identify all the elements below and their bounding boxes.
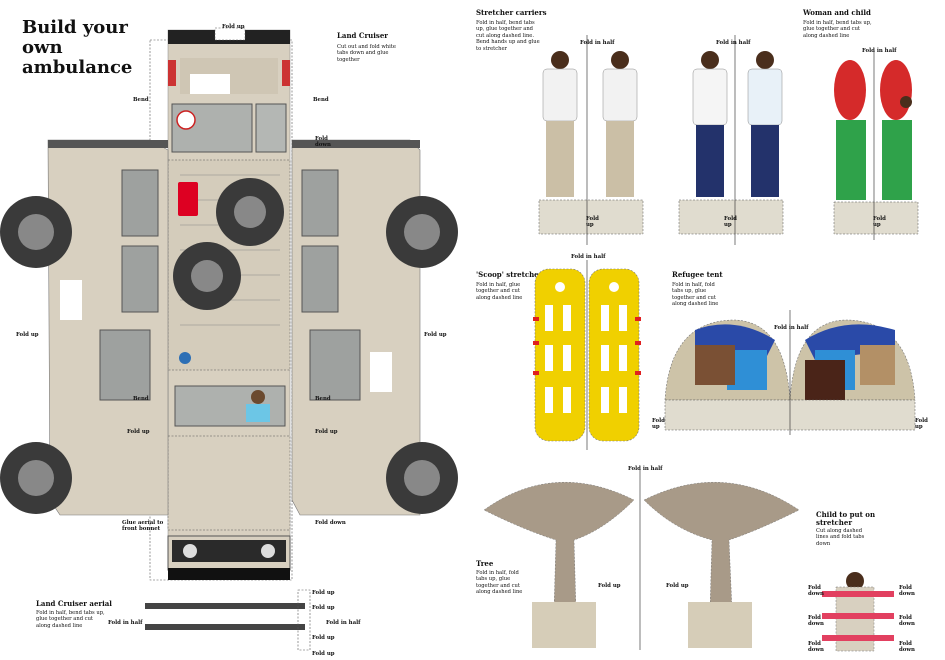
- label-fold-up: Fold up: [873, 216, 886, 228]
- tree-shape: [483, 470, 800, 650]
- land-cruiser-cutout: [0, 27, 458, 651]
- label-fold-up: Fold up: [915, 418, 928, 430]
- label-bend: Bend: [133, 396, 149, 402]
- label-fold-in-half: Fold in half: [108, 620, 143, 626]
- label-fold-up: Fold up: [312, 590, 335, 596]
- label-fold-down: Fold down: [899, 641, 915, 653]
- aerial-note: Fold in half, bend tabs up, glue togethe…: [36, 610, 105, 629]
- land-cruiser-note: Cut out and fold white tabs down and glu…: [337, 44, 396, 63]
- page-title: Build your own ambulance: [22, 17, 133, 78]
- label-fold-in-half: Fold in half: [716, 40, 751, 46]
- label-fold-down: Fold down: [315, 136, 331, 148]
- scoop-stretcher-note: Fold in half, glue together and cut alon…: [476, 282, 523, 301]
- child-note: Cut along dashed lines and fold tabs dow…: [816, 528, 865, 547]
- label-fold-up: Fold up: [127, 429, 150, 435]
- label-fold-up: Fold up: [312, 651, 335, 657]
- label-fold-up: Fold up: [666, 583, 689, 589]
- stretcher-carriers-heading: Stretcher carriers: [476, 8, 547, 17]
- label-fold-up: Fold up: [222, 24, 245, 30]
- label-fold-up: Fold up: [16, 332, 39, 338]
- label-fold-down: Fold down: [808, 641, 824, 653]
- land-cruiser-heading: Land Cruiser: [337, 31, 388, 40]
- scoop-stretcher-heading: 'Scoop' stretcher: [476, 270, 543, 279]
- label-fold-down: Fold down: [808, 615, 824, 627]
- aerial-heading: Land Cruiser aerial: [36, 599, 112, 608]
- woman-child-note: Fold in half, bend tabs up, glue togethe…: [803, 20, 872, 39]
- refugee-tent-heading: Refugee tent: [672, 270, 723, 279]
- label-fold-up: Fold up: [724, 216, 737, 228]
- label-fold-down: Fold down: [899, 585, 915, 597]
- label-fold-up: Fold up: [598, 583, 621, 589]
- refugee-tent-shape: [664, 310, 916, 435]
- refugee-tent-note: Fold in half, fold tabs up, glue togethe…: [672, 282, 719, 308]
- label-fold-down: Fold down: [808, 585, 824, 597]
- tree-heading: Tree: [476, 559, 494, 568]
- label-fold-in-half: Fold in half: [628, 466, 663, 472]
- label-fold-down: Fold down: [315, 520, 346, 526]
- label-fold-up: Fold up: [652, 418, 665, 430]
- woman-child-heading: Woman and child: [803, 8, 871, 17]
- child-heading: Child to put on stretcher: [816, 510, 876, 527]
- scoop-stretcher-shape: [533, 260, 641, 450]
- label-fold-up: Fold up: [312, 635, 335, 641]
- stretcher-carriers-note: Fold in half, bend tabs up, glue togethe…: [476, 20, 540, 52]
- label-fold-up: Fold up: [312, 605, 335, 611]
- label-fold-up: Fold up: [586, 216, 599, 228]
- label-fold-down: Fold down: [899, 615, 915, 627]
- label-bend: Bend: [133, 97, 149, 103]
- label-fold-up: Fold up: [424, 332, 447, 338]
- label-fold-in-half: Fold in half: [326, 620, 361, 626]
- label-fold-in-half: Fold in half: [862, 48, 897, 54]
- label-fold-in-half: Fold in half: [774, 325, 809, 331]
- label-glue-aerial: Glue aerial to front bonnet: [122, 520, 164, 532]
- tree-note: Fold in half, fold tabs up, glue togethe…: [476, 570, 523, 596]
- label-fold-in-half: Fold in half: [571, 254, 606, 260]
- label-bend: Bend: [315, 396, 331, 402]
- stretcher-carriers-figures: [538, 35, 784, 245]
- label-fold-in-half: Fold in half: [580, 40, 615, 46]
- woman-child-figures: [833, 50, 919, 240]
- label-bend: Bend: [313, 97, 329, 103]
- child-figure: [822, 572, 894, 652]
- label-fold-up: Fold up: [315, 429, 338, 435]
